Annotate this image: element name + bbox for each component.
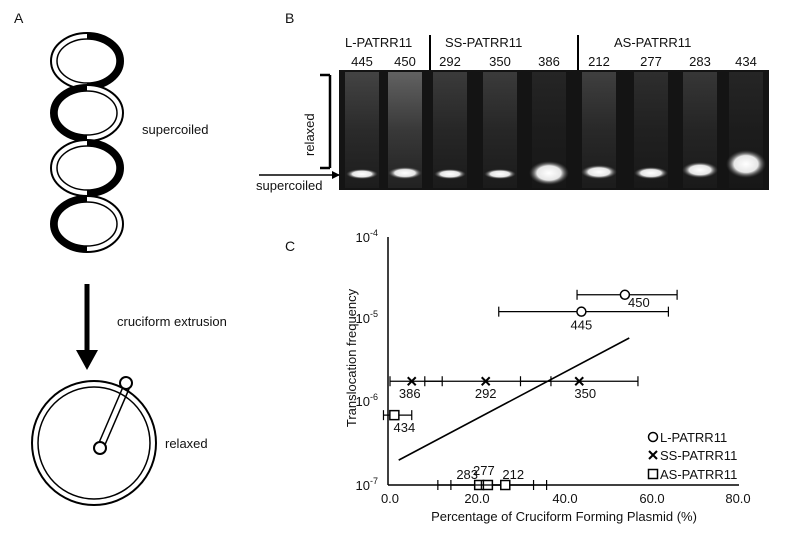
data-point-square bbox=[389, 409, 400, 421]
y-tick-label: 10-7 bbox=[356, 476, 378, 493]
data-label: 434 bbox=[393, 420, 415, 435]
legend-label: L-PATRR11 bbox=[660, 430, 727, 445]
data-point-x bbox=[407, 376, 417, 386]
regression-line bbox=[398, 337, 630, 461]
data-label: 445 bbox=[571, 318, 593, 333]
legend-label: AS-PATRR11 bbox=[660, 467, 737, 482]
lane-numbers: 445 450 292 350 386 212 277 283 434 bbox=[351, 54, 757, 69]
y-tick-label: 10-4 bbox=[356, 228, 378, 245]
panel-a-label: A bbox=[14, 10, 24, 26]
group-label-as-patrr11: AS-PATRR11 bbox=[614, 35, 691, 50]
lane-number: 350 bbox=[489, 54, 511, 69]
transition-label: cruciform extrusion bbox=[117, 314, 227, 329]
relaxed-bracket bbox=[320, 73, 332, 170]
data-point-circle bbox=[619, 289, 631, 301]
relaxed-plasmid-diagram bbox=[31, 376, 157, 506]
x-tick-label: 60.0 bbox=[639, 491, 664, 506]
data-label: 386 bbox=[399, 386, 421, 401]
y-tick-label: 10-5 bbox=[356, 309, 378, 326]
lane-number: 434 bbox=[735, 54, 757, 69]
y-axis-label: Translocation frequency bbox=[344, 288, 359, 427]
lane-number: 212 bbox=[588, 54, 610, 69]
panel-a: A supercoiled cruciform extrusion bbox=[14, 10, 227, 506]
data-label: 450 bbox=[628, 295, 650, 310]
data-label: 292 bbox=[475, 386, 497, 401]
data-point-circle bbox=[576, 306, 587, 317]
data-label: 212 bbox=[502, 467, 524, 482]
supercoiled-label: supercoiled bbox=[142, 122, 209, 137]
panel-b: B L-PATRR11 SS-PATRR11 AS-PATRR11 445 45… bbox=[256, 10, 769, 193]
data-point-x bbox=[574, 376, 584, 386]
legend-marker-circle bbox=[647, 431, 659, 443]
panel-c-label: C bbox=[285, 238, 295, 254]
y-tick-label: 10-6 bbox=[356, 392, 378, 409]
group-label-l-patrr11: L-PATRR11 bbox=[345, 35, 412, 50]
supercoiled-gel-label: supercoiled bbox=[256, 178, 323, 193]
relaxed-label: relaxed bbox=[165, 436, 208, 451]
y-tick-labels: 10-7 10-6 10-5 10-4 bbox=[356, 228, 378, 493]
x-tick-label: 40.0 bbox=[552, 491, 577, 506]
data-label: 283 bbox=[456, 467, 478, 482]
x-tick-labels: 0.0 20.0 40.0 60.0 80.0 bbox=[381, 491, 751, 506]
lane-number: 277 bbox=[640, 54, 662, 69]
legend: L-PATRR11 SS-PATRR11 AS-PATRR11 bbox=[647, 430, 737, 482]
x-tick-label: 20.0 bbox=[464, 491, 489, 506]
extrusion-arrow bbox=[76, 284, 98, 370]
data-label: 277 bbox=[473, 463, 495, 478]
supercoiled-pointer-arrowhead bbox=[332, 171, 340, 179]
supercoiled-plasmid-diagram bbox=[50, 32, 124, 253]
gel-image bbox=[339, 70, 769, 190]
data-label: 350 bbox=[574, 386, 596, 401]
legend-label: SS-PATRR11 bbox=[660, 448, 737, 463]
lane-number: 386 bbox=[538, 54, 560, 69]
translocation-chart: 10-7 10-6 10-5 10-4 0.0 20.0 40.0 60.0 8… bbox=[344, 228, 751, 524]
data-point-x bbox=[480, 376, 491, 386]
x-tick-label: 0.0 bbox=[381, 491, 399, 506]
legend-marker-square bbox=[647, 468, 659, 480]
lane-number: 283 bbox=[689, 54, 711, 69]
panel-c: C 10-7 10-6 10-5 10-4 0.0 20.0 40.0 60.0… bbox=[285, 228, 751, 524]
data-point-square bbox=[500, 479, 511, 491]
x-axis-label: Percentage of Cruciform Forming Plasmid … bbox=[431, 509, 697, 524]
relaxed-gel-label: relaxed bbox=[302, 113, 317, 156]
lane-number: 450 bbox=[394, 54, 416, 69]
group-label-ss-patrr11: SS-PATRR11 bbox=[445, 35, 522, 50]
lane-number: 445 bbox=[351, 54, 373, 69]
panel-b-label: B bbox=[285, 10, 294, 26]
lane-number: 292 bbox=[439, 54, 461, 69]
x-tick-label: 80.0 bbox=[725, 491, 750, 506]
legend-marker-x bbox=[648, 450, 658, 460]
